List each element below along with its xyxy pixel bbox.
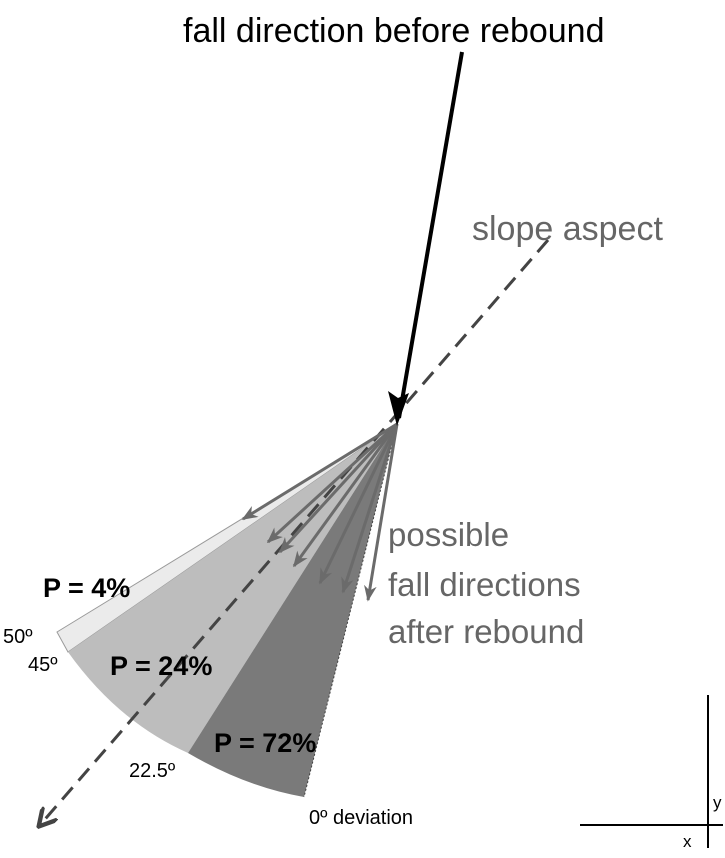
sector-label-72: P = 72% (214, 728, 316, 758)
possible-fall-arrows (241, 422, 399, 602)
angle-label-22: 22.5º (129, 760, 176, 782)
fall-before-arrow (397, 51, 464, 419)
fall-arrow-4 (292, 423, 399, 568)
fall-before-label: fall direction before rebound (183, 12, 605, 50)
x-axis-label: x (683, 832, 692, 851)
xy-axes: x y (580, 695, 723, 851)
possible-label-2: fall directions (388, 566, 581, 603)
sector-24 (68, 424, 397, 753)
sector-edge-0 (303, 423, 398, 798)
fall-before-arrowhead (388, 391, 409, 426)
possible-label-3: after rebound (388, 613, 584, 650)
possible-label-1: possible (388, 516, 509, 553)
angle-label-0: 0º deviation (309, 807, 413, 829)
fall-arrow-3 (278, 422, 399, 554)
fall-arrow-1 (241, 422, 398, 521)
angle-label-45: 45º (28, 654, 58, 676)
sector-label-4: P = 4% (43, 573, 130, 603)
fall-arrow-2 (266, 422, 399, 544)
angle-label-50: 50º (3, 626, 33, 648)
sector-72 (188, 424, 397, 797)
fall-arrow-7 (364, 423, 399, 602)
y-axis-label: y (713, 793, 722, 812)
slope-aspect-label: slope aspect (472, 210, 663, 248)
sector-label-24: P = 24% (110, 651, 212, 681)
fall-arrow-5 (318, 423, 399, 585)
slope-aspect-line (40, 239, 550, 825)
fall-arrow-6 (341, 423, 399, 594)
